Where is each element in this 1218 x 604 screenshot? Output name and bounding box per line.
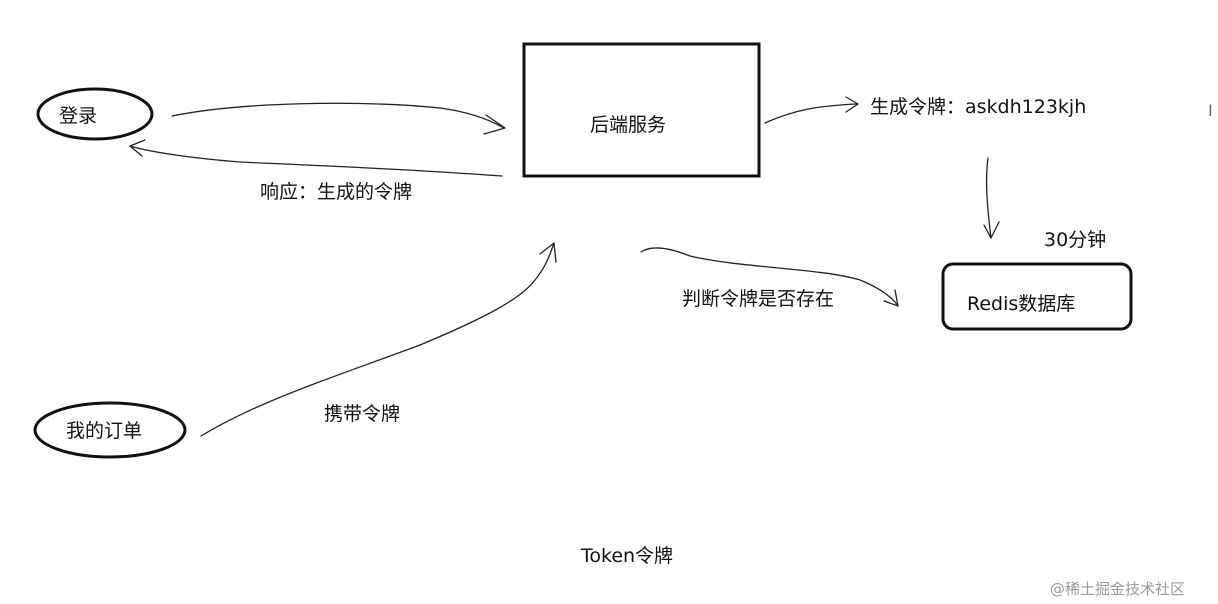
arrow-token-to-redis (983, 157, 1000, 239)
carry-token-label: 携带令牌 (324, 403, 400, 425)
response-label: 响应：生成的令牌 (260, 181, 412, 203)
arrow-backend-to-redis (640, 247, 899, 307)
arrow-backend-to-login (129, 139, 503, 177)
backend-box (522, 42, 761, 178)
arrow-backend-to-token (764, 96, 859, 124)
text-cursor-icon: I (1208, 101, 1213, 120)
redis-node: Redis数据库 (941, 262, 1133, 331)
arrow-login-to-backend (171, 102, 506, 135)
check-token-label: 判断令牌是否存在 (682, 288, 834, 310)
backend-node: 后端服务 (522, 42, 761, 178)
diagram-caption: Token令牌 (580, 545, 673, 567)
expiry-label: 30分钟 (1044, 229, 1106, 251)
my-orders-label: 我的订单 (66, 420, 142, 442)
arrow-orders-to-backend (200, 242, 557, 437)
backend-label: 后端服务 (590, 114, 666, 136)
login-node: 登录 (36, 87, 154, 141)
my-orders-ellipse (33, 401, 187, 459)
my-orders-node: 我的订单 (33, 401, 187, 459)
login-ellipse (36, 87, 154, 141)
generate-token-label: 生成令牌：askdh123kjh (870, 96, 1086, 118)
redis-label: Redis数据库 (967, 293, 1075, 315)
watermark: @稀土掘金技术社区 (1050, 580, 1185, 598)
redis-box (941, 262, 1133, 331)
login-label: 登录 (59, 105, 97, 127)
